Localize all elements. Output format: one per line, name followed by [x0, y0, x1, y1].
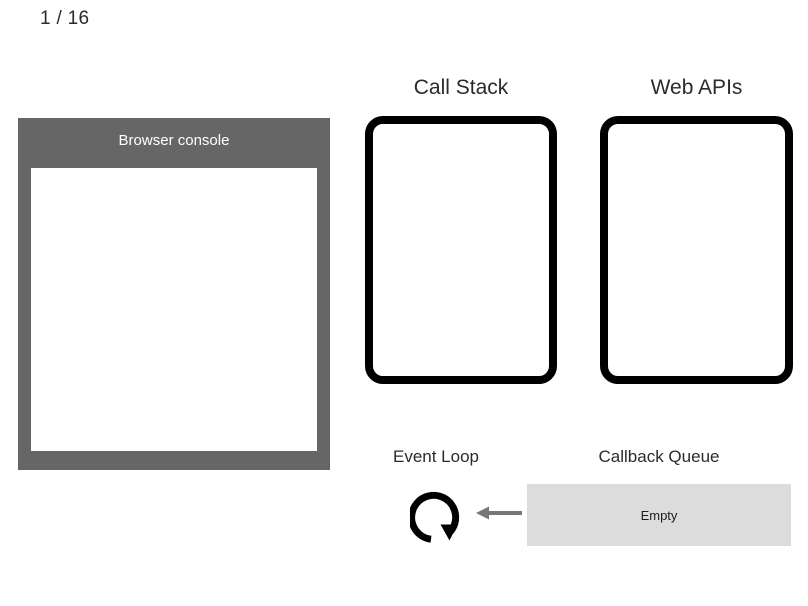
callback-queue-status: Empty [640, 507, 678, 523]
event-loop-heading: Event Loop [392, 447, 479, 466]
call-stack-heading: Call Stack [413, 76, 509, 99]
arrow-left-icon [476, 506, 522, 520]
browser-console-output[interactable] [31, 168, 317, 451]
web-apis-box [600, 116, 793, 384]
callback-queue-heading: Callback Queue [598, 447, 720, 466]
callback-queue-box: Empty [527, 484, 791, 546]
circular-arrow-icon [410, 491, 460, 543]
slide-counter: 1 / 16 [40, 8, 90, 29]
web-apis-heading: Web APIs [650, 76, 743, 99]
browser-console-title: Browser console [118, 132, 230, 149]
call-stack-box [365, 116, 557, 384]
browser-console-panel: Browser console [18, 118, 330, 470]
